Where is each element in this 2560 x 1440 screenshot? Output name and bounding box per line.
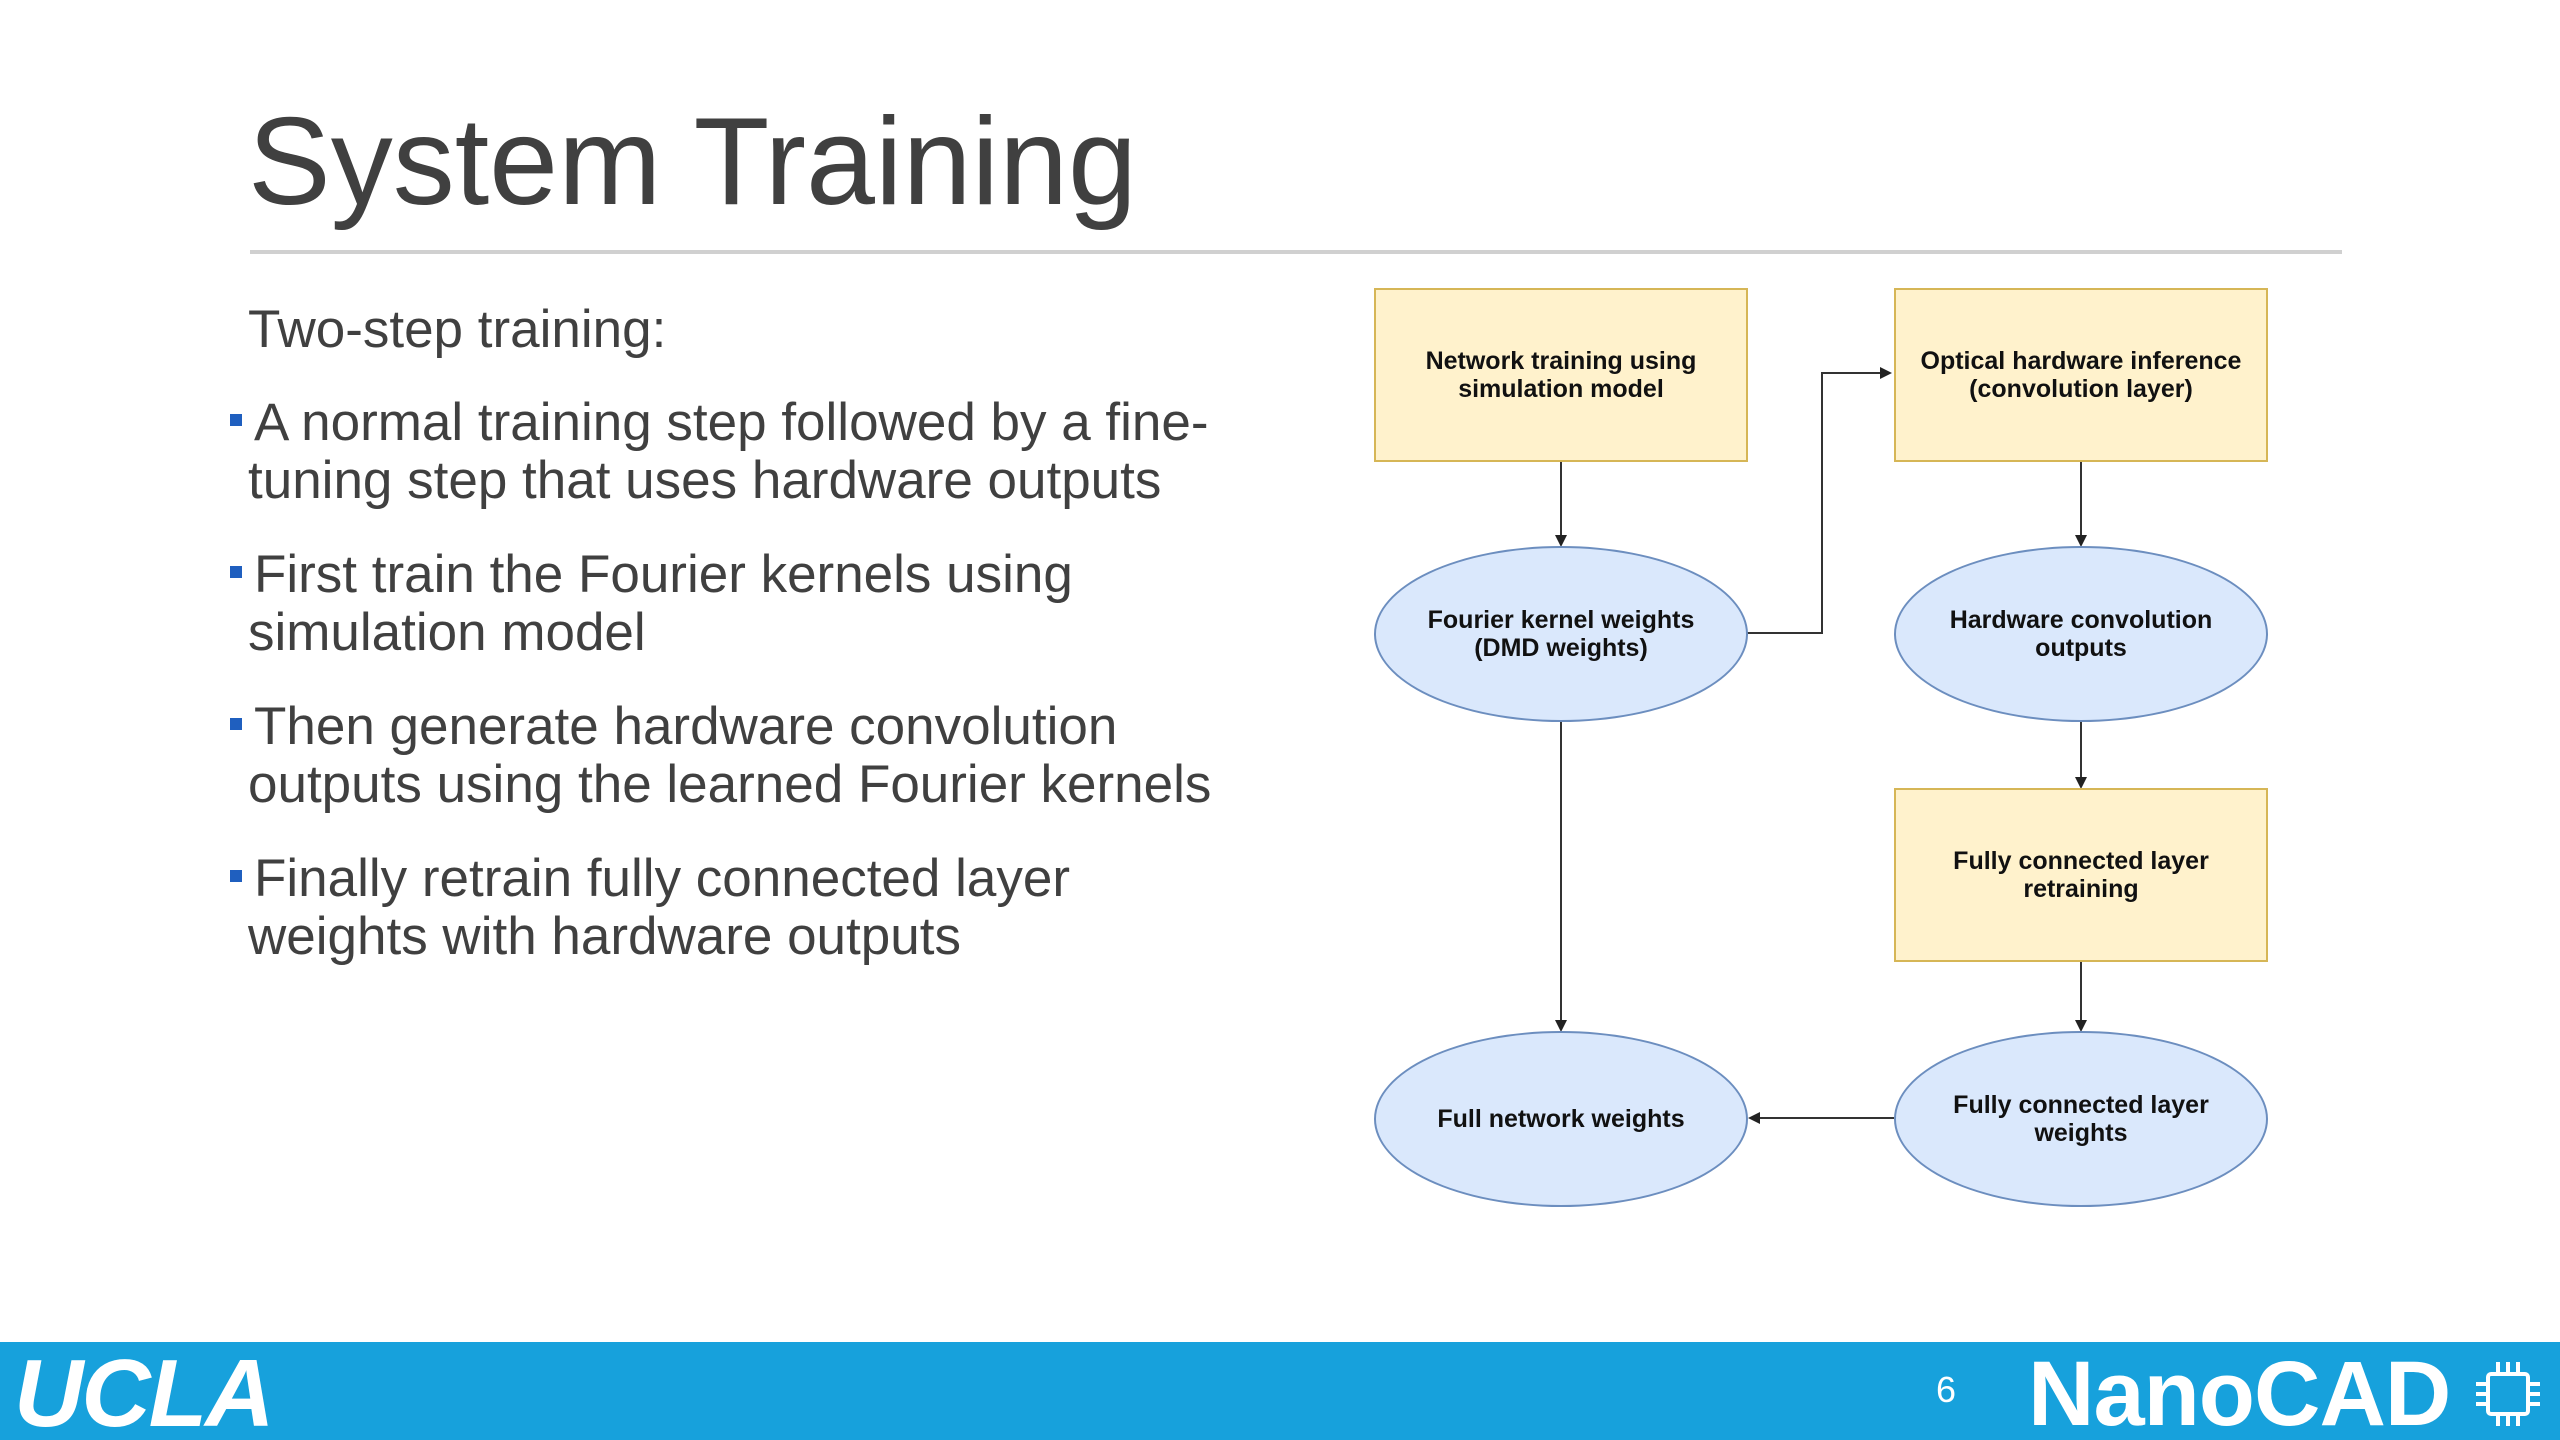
bullet-line: First train the Fourier kernels using [254,545,1073,604]
node-label: (convolution layer) [1969,375,2193,403]
intro-text: Two-step training: [248,300,667,359]
bullet-item: Then generate hardware convolution outpu… [230,697,1248,814]
node-network-training: Network training using simulation model [1374,288,1748,462]
node-label: simulation model [1458,375,1664,403]
node-label: weights [2034,1119,2128,1147]
node-fc-weights: Fully connected layer weights [1894,1031,2268,1207]
bullet-square-icon [230,870,242,882]
bullet-list: A normal training step followed by a fin… [230,393,1248,966]
bullet-square-icon [230,414,242,426]
node-label: Fully connected layer [1953,1091,2209,1119]
slide-body: Two-step training: A normal training ste… [230,300,1248,1002]
bullet-item: Finally retrain fully connected layer we… [230,849,1248,966]
bullet-square-icon [230,718,242,730]
ucla-logo: UCLA [14,1340,275,1440]
bullet-line: Then generate hardware convolution [254,697,1118,756]
node-label: (DMD weights) [1474,634,1648,662]
arrow-fourier-to-optical [1747,367,1892,634]
node-hw-conv-outputs: Hardware convolution outputs [1894,546,2268,722]
bullet-line: tuning step that uses hardware outputs [248,451,1162,510]
node-full-network-weights: Full network weights [1374,1031,1748,1207]
node-fourier-weights: Fourier kernel weights (DMD weights) [1374,546,1748,722]
slide-title: System Training [248,93,1138,231]
bullet-line: weights with hardware outputs [248,907,961,966]
node-fc-retraining: Fully connected layer retraining [1894,788,2268,962]
bullet-line: Finally retrain fully connected layer [254,849,1070,908]
chip-icon [2476,1362,2540,1426]
footer-bar: UCLA 6 NanoCAD [0,1342,2560,1440]
node-label: Full network weights [1437,1105,1685,1133]
node-label: Network training using [1425,347,1697,375]
bullet-line: simulation model [248,603,646,662]
bullet-line: A normal training step followed by a fin… [254,393,1209,452]
bullet-item: A normal training step followed by a fin… [230,393,1248,510]
node-label: Hardware convolution [1949,606,2213,634]
training-flow-diagram: Network training using simulation model … [1360,280,2280,1220]
node-label: Fourier kernel weights [1427,606,1695,634]
node-label: Fully connected layer [1953,847,2209,875]
bullet-item: First train the Fourier kernels using si… [230,545,1248,662]
node-label: retraining [2023,875,2139,903]
nanocad-logo: NanoCAD [2028,1343,2451,1440]
bullet-line: outputs using the learned Fourier kernel… [248,755,1212,814]
node-optical-inference: Optical hardware inference (convolution … [1894,288,2268,462]
node-label: outputs [2035,634,2127,662]
page-number: 6 [1936,1369,1957,1410]
node-label: Optical hardware inference [1920,347,2242,375]
title-divider [250,250,2342,254]
bullet-square-icon [230,566,242,578]
diagram-connectors [1555,367,2087,1124]
